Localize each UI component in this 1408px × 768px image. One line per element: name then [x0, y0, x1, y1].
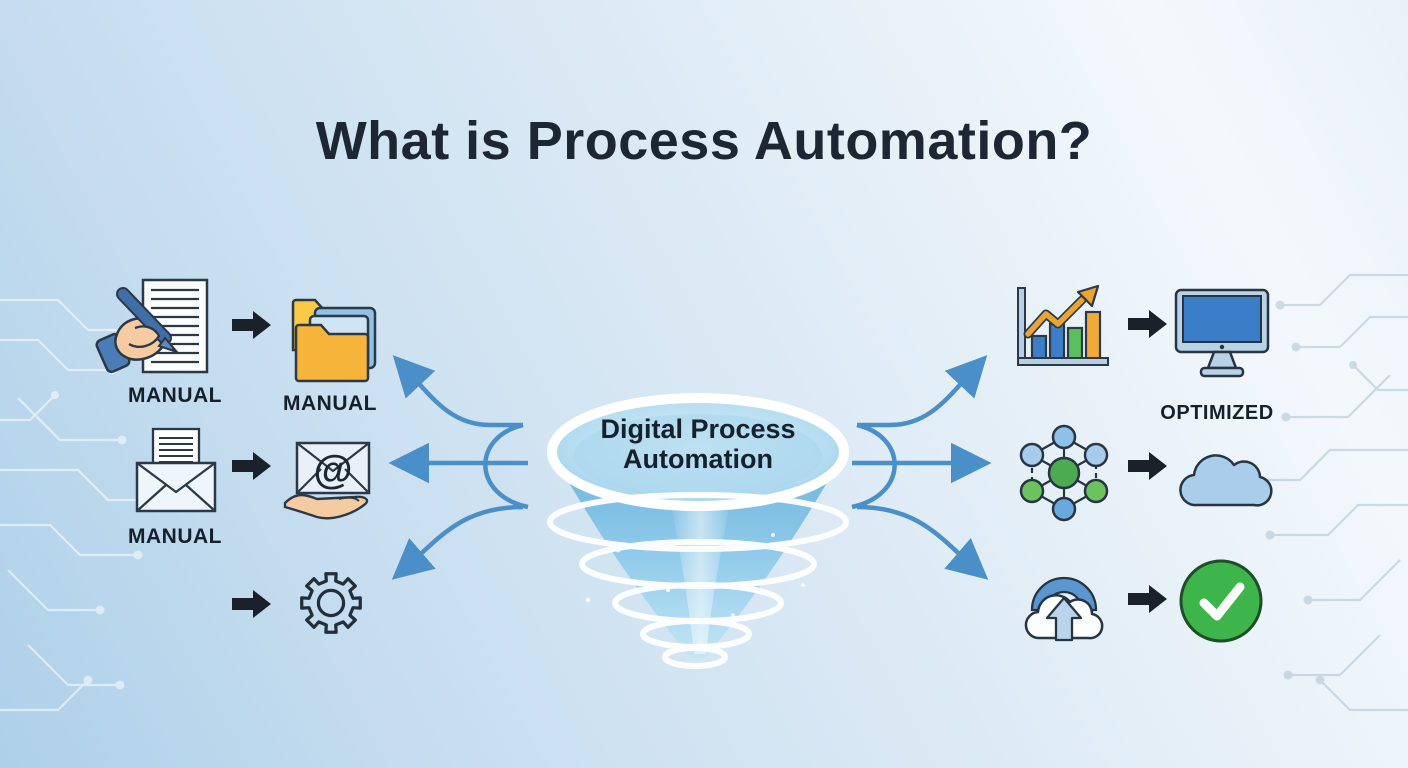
folders-icon — [291, 298, 377, 383]
flow-arrow-left-bottom — [391, 504, 524, 580]
flow-arrow-right-bottom — [856, 504, 989, 580]
gear-icon — [300, 572, 362, 634]
cloud-icon — [1179, 454, 1273, 507]
funnel-vortex-icon: Digital Process Automation — [547, 393, 849, 669]
black-right-arrow-icon — [1128, 310, 1167, 338]
flow-connector-left — [483, 422, 529, 510]
black-right-arrow-icon — [232, 590, 271, 618]
flow-arrows — [388, 355, 992, 580]
hand-writing-icon — [95, 278, 209, 374]
growth-chart-icon — [1017, 284, 1109, 366]
circuit-pattern-right — [1253, 273, 1408, 712]
manual-label-3: MANUAL — [128, 525, 222, 548]
at-symbol: @ — [313, 448, 352, 492]
flow-connector-right — [851, 422, 897, 510]
open-envelope-icon — [135, 427, 217, 513]
check-circle-icon — [1179, 559, 1263, 643]
black-right-arrow-icon — [1128, 452, 1167, 480]
black-right-arrow-icon — [232, 311, 271, 339]
flow-arrow-left-top — [392, 355, 523, 428]
flow-arrow-right-top — [857, 355, 988, 428]
funnel-label-line1: Digital Process — [600, 414, 795, 444]
optimized-label: OPTIMIZED — [1160, 402, 1274, 424]
manual-label-2: MANUAL — [283, 392, 377, 415]
network-nodes-icon — [1019, 424, 1109, 522]
black-right-arrow-icon — [1128, 585, 1167, 613]
monitor-icon — [1174, 288, 1270, 378]
manual-label-1: MANUAL — [128, 384, 222, 407]
black-right-arrow-icon — [232, 452, 271, 480]
hand-email-icon: @ — [283, 441, 371, 520]
page-title: What is Process Automation? — [315, 111, 1093, 171]
funnel-label-line2: Automation — [623, 444, 773, 474]
cloud-upload-icon — [1024, 576, 1104, 642]
